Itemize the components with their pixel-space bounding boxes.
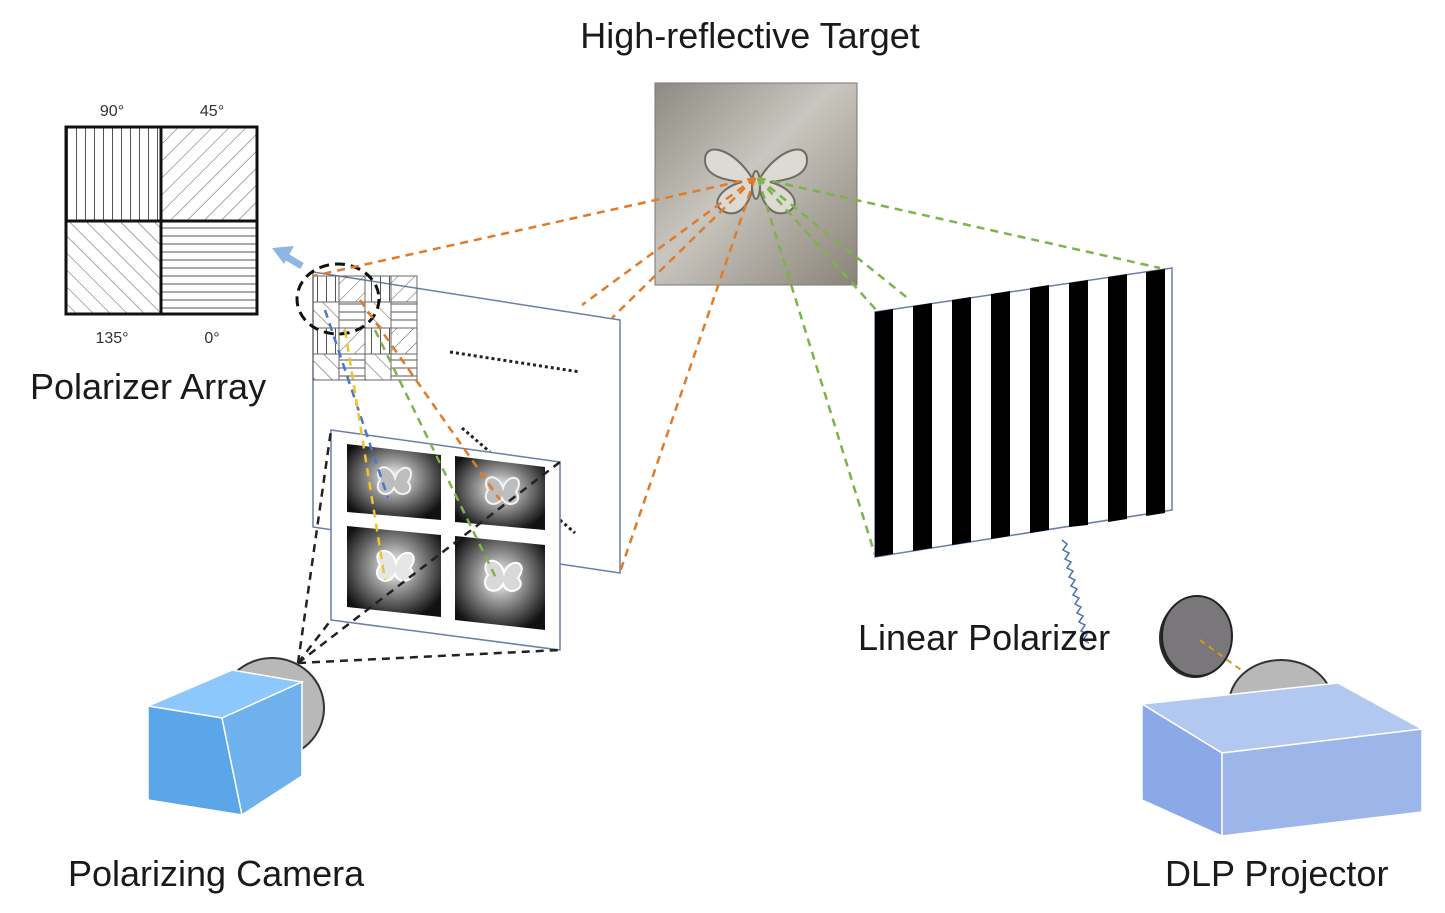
polarizer-cell-135: [66, 221, 161, 314]
angle-label-0: 0°: [204, 330, 219, 347]
polarizer-array-label: Polarizer Array: [30, 366, 266, 407]
angle-label-45: 45°: [200, 103, 224, 120]
sub-image-0: [455, 536, 545, 630]
sub-image-90: [347, 444, 441, 520]
dlp-projector-label: DLP Projector: [1165, 853, 1388, 894]
zoom-arrow-icon: [272, 246, 302, 266]
polarizer-cell-45: [161, 127, 257, 221]
polarizer-cell-90: [66, 127, 161, 221]
linear-polarizer-disc: [1159, 596, 1232, 678]
fringe-pattern-screen: [875, 268, 1172, 557]
angle-label-90: 90°: [100, 103, 124, 120]
polarizing-camera-icon: [148, 658, 324, 815]
polarizer-cell-0: [161, 221, 257, 314]
polarizing-camera-label: Polarizing Camera: [68, 853, 365, 894]
pixel-polarizer-grid: [313, 276, 417, 380]
dlp-projector-icon: [1142, 660, 1422, 836]
angle-label-135: 135°: [95, 330, 128, 347]
sub-image-panel: [331, 430, 560, 650]
polarizer-array-legend: 90° 45° 135° 0°: [66, 103, 257, 347]
target-title: High-reflective Target: [580, 15, 920, 56]
linear-polarizer-label: Linear Polarizer: [858, 617, 1110, 658]
sub-image-135: [347, 526, 441, 617]
